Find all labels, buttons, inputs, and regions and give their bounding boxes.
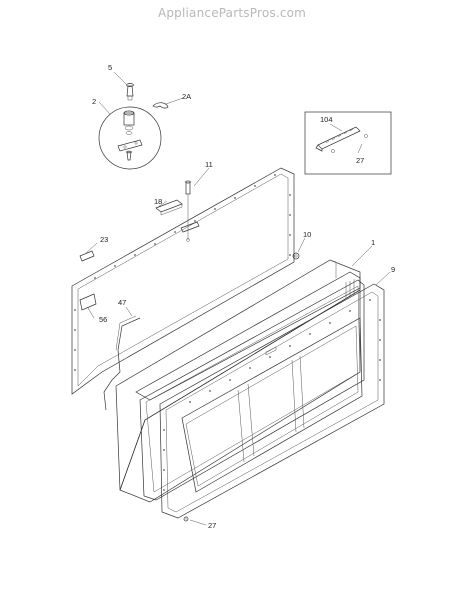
part-5-bolt[interactable]: [126, 83, 134, 101]
callout-18[interactable]: 18: [154, 197, 162, 206]
part-104-hinge-bracket[interactable]: [315, 126, 361, 152]
callout-1[interactable]: 1: [371, 238, 375, 247]
callout-2a[interactable]: 2A: [182, 92, 191, 101]
callout-9[interactable]: 9: [391, 265, 395, 274]
part-27-screw-bottom[interactable]: [183, 516, 189, 522]
callout-5[interactable]: 5: [108, 63, 112, 72]
part-10-plug[interactable]: [292, 252, 300, 260]
callout-27-inset[interactable]: 27: [356, 156, 364, 165]
lock-shaft-assembly: [180, 180, 200, 242]
part-9-outer-door[interactable]: [159, 283, 385, 519]
inset-box: [304, 111, 392, 175]
callout-47[interactable]: 47: [118, 298, 126, 307]
leader-lines: [85, 71, 391, 526]
callout-56[interactable]: 56: [99, 315, 107, 324]
part-27-screw-inset[interactable]: [331, 134, 368, 153]
hinge-detail-group: [98, 83, 169, 170]
part-23-bracket[interactable]: [79, 250, 95, 262]
callout-104[interactable]: 104: [320, 115, 333, 124]
callout-23[interactable]: 23: [100, 235, 108, 244]
part-56-bracket[interactable]: [79, 293, 97, 311]
part-2a-clip[interactable]: [152, 102, 169, 109]
part-2-magnified-circle[interactable]: [98, 106, 162, 170]
callout-11[interactable]: 11: [205, 160, 213, 169]
watermark-text: AppliancePartsPros.com: [157, 6, 307, 20]
callout-2[interactable]: 2: [92, 97, 96, 106]
callout-27-bottom[interactable]: 27: [208, 521, 216, 530]
callout-labels: 5 2 2A 104 27 11 18 10 1 23 9 47 56 27: [92, 63, 395, 530]
callout-10[interactable]: 10: [303, 230, 311, 239]
door-pan: [135, 271, 365, 501]
part-18-handle[interactable]: [155, 199, 183, 216]
part-1-door-liner[interactable]: [115, 259, 361, 503]
part-47-rod[interactable]: [103, 315, 141, 411]
part-11-door-gasket-frame[interactable]: [71, 167, 295, 395]
